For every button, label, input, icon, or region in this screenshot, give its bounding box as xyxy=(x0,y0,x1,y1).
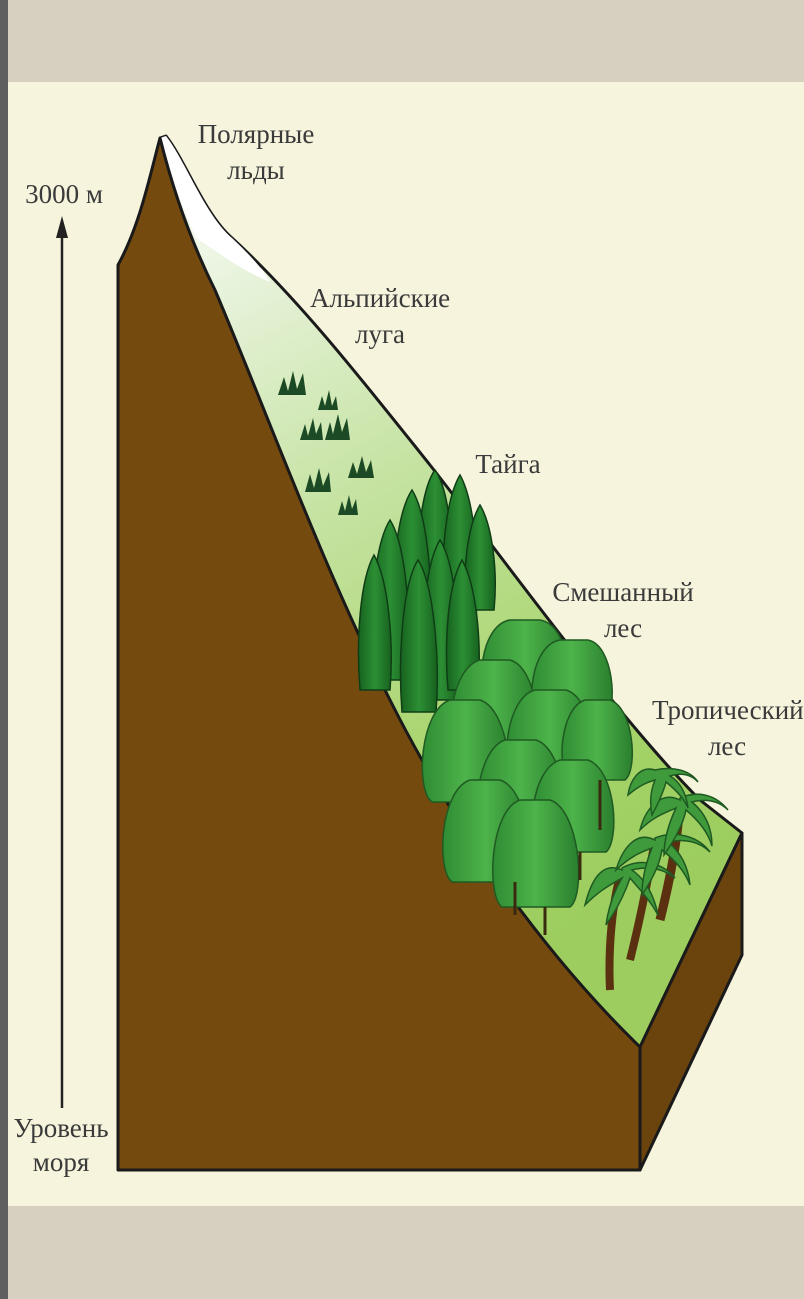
sea-level-label-line2: моря xyxy=(6,1146,116,1178)
zone-label-polar-line2: льды xyxy=(196,154,316,186)
zone-label-tropical-line1: Тропический xyxy=(652,694,802,726)
zone-label-alpine-line2: луга xyxy=(310,318,450,350)
zone-label-tropical-line2: лес xyxy=(652,730,802,762)
altitude-arrow xyxy=(56,216,68,1108)
zone-label-alpine-line1: Альпийские xyxy=(310,282,450,314)
altitude-top-label: 3000 м xyxy=(14,178,114,210)
zone-label-mixed-line2: лес xyxy=(548,612,698,644)
zone-label-taiga: Тайга xyxy=(468,448,548,480)
zone-label-polar-line1: Полярные xyxy=(196,118,316,150)
sea-level-label-line1: Уровень xyxy=(6,1112,116,1144)
zone-label-mixed-line1: Смешанный xyxy=(548,576,698,608)
